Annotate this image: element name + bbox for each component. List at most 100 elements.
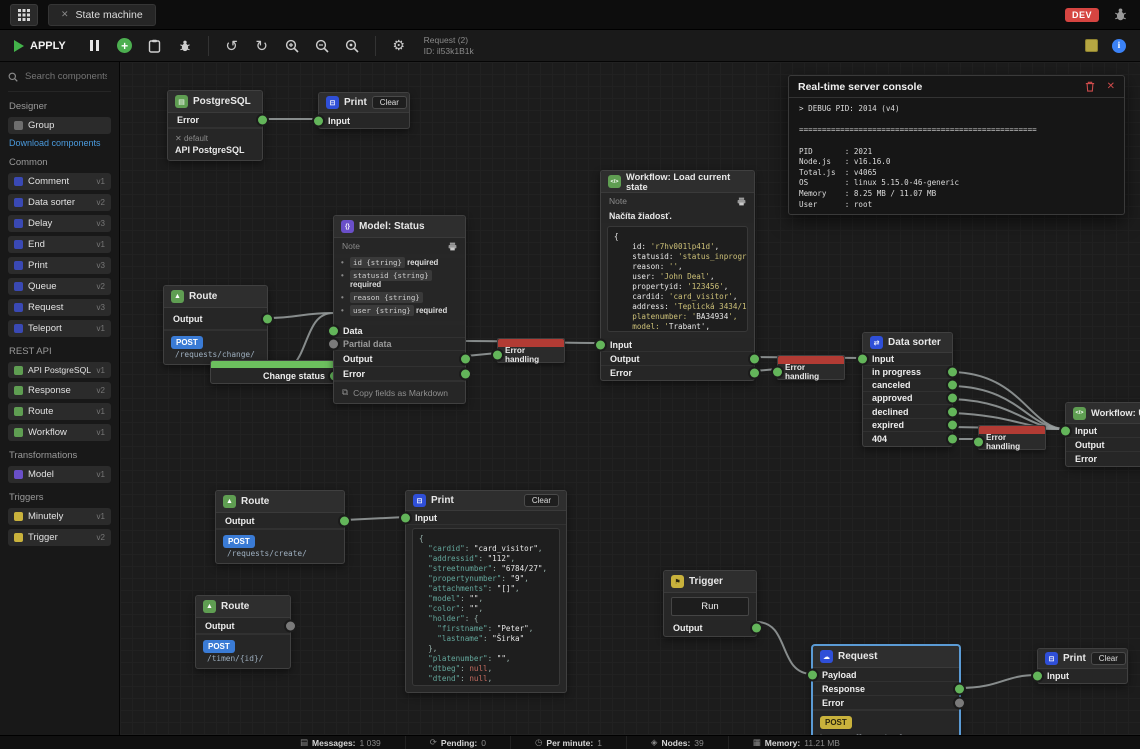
undo-icon: ↺: [225, 37, 238, 55]
add-component-button[interactable]: +: [114, 35, 136, 57]
apps-grid-button[interactable]: [10, 3, 38, 26]
output-port[interactable]: [948, 380, 957, 390]
node-workflow-update[interactable]: </>Workflow: Upda Input Output Error: [1061, 402, 1140, 467]
download-components-link[interactable]: Download components: [9, 138, 101, 148]
input-port[interactable]: [401, 513, 410, 522]
copy-fields-link[interactable]: ⧉Copy fields as Markdown: [334, 381, 465, 403]
output-port[interactable]: [750, 368, 759, 378]
input-port[interactable]: [858, 354, 867, 364]
node-error-handling[interactable]: Error handling: [773, 355, 845, 381]
pause-button[interactable]: [84, 35, 106, 57]
output-port[interactable]: [955, 698, 964, 707]
close-icon[interactable]: ✕: [175, 134, 182, 143]
input-port[interactable]: [596, 340, 605, 349]
printer-icon[interactable]: [448, 242, 457, 251]
input-port[interactable]: [329, 326, 338, 336]
output-port[interactable]: [948, 420, 957, 430]
search-input[interactable]: [23, 70, 109, 83]
node-error-handling[interactable]: Error handling: [974, 425, 1046, 451]
node-route-timen[interactable]: ▲Route Output POST/timen/{id}/: [195, 595, 295, 669]
input-port[interactable]: [773, 367, 782, 376]
output-port[interactable]: [263, 314, 272, 323]
trash-icon[interactable]: [1085, 81, 1095, 92]
zoom-in-button[interactable]: [281, 35, 303, 57]
output-port[interactable]: [948, 367, 957, 377]
stat-label: Messages:: [312, 737, 356, 748]
node-error-handling[interactable]: Error handling: [493, 338, 565, 364]
output-port[interactable]: [948, 407, 957, 416]
output-port[interactable]: [461, 354, 470, 363]
node-route-change[interactable]: ▲Route Output POST/requests/change/: [163, 285, 272, 365]
item-label: API PostgreSQL: [28, 365, 92, 375]
node-route-create[interactable]: ▲Route Output POST/requests/create/: [215, 490, 349, 564]
node-postgresql[interactable]: ▤PostgreSQL Error ✕ default API PostgreS…: [167, 90, 267, 161]
output-port[interactable]: [750, 354, 759, 363]
run-button[interactable]: Run: [671, 597, 749, 616]
flow-canvas[interactable]: ▤PostgreSQL Error ✕ default API PostgreS…: [120, 62, 1140, 735]
output-port[interactable]: [286, 621, 295, 630]
apply-button[interactable]: APPLY: [0, 39, 80, 52]
node-trigger[interactable]: ⚑Trigger Run Output: [663, 570, 761, 637]
input-port[interactable]: [314, 116, 323, 125]
output-port[interactable]: [752, 623, 761, 633]
tab-close-icon[interactable]: ✕: [61, 9, 69, 19]
input-port[interactable]: [974, 437, 983, 446]
input-port[interactable]: [1061, 426, 1070, 435]
sidebar-item-group[interactable]: Group: [8, 117, 111, 134]
zoom-reset-button[interactable]: [341, 35, 363, 57]
output-port[interactable]: [461, 369, 470, 378]
output-port[interactable]: [340, 516, 349, 525]
server-console-window[interactable]: Real-time server console ✕ > DEBUG PID: …: [788, 75, 1125, 215]
bug-icon[interactable]: [1113, 7, 1128, 22]
console-toggle-icon[interactable]: [1085, 39, 1098, 52]
settings-button[interactable]: ⚙: [388, 35, 410, 57]
node-data-sorter[interactable]: ⇄Data sorter Input in progress canceled …: [858, 332, 957, 447]
debug-button[interactable]: [174, 35, 196, 57]
input-port[interactable]: [493, 350, 502, 359]
output-port[interactable]: [258, 115, 267, 125]
node-request[interactable]: ☁Request Payload Response Error POST htt…: [808, 645, 964, 735]
clear-button[interactable]: Clear: [1090, 652, 1126, 665]
node-change-status[interactable]: Change status: [210, 360, 339, 384]
input-port[interactable]: [808, 670, 817, 679]
input-port[interactable]: [1033, 671, 1042, 681]
redo-button[interactable]: ↻: [251, 35, 273, 57]
node-workflow-load[interactable]: </>Workflow: Load current state Note Nač…: [596, 170, 759, 381]
printer-icon[interactable]: [737, 197, 746, 206]
close-icon[interactable]: ✕: [1106, 81, 1115, 92]
input-port[interactable]: [329, 339, 338, 349]
teleport-label: Change status: [262, 370, 325, 381]
port-label: in progress: [872, 367, 922, 377]
zoom-out-button[interactable]: [311, 35, 333, 57]
node-model-status[interactable]: {}Model: Status Note id {string} require…: [329, 215, 470, 404]
clear-button[interactable]: Clear: [523, 494, 559, 507]
clipboard-button[interactable]: [144, 35, 166, 57]
port-label: declined: [872, 406, 909, 417]
tab-state-machine[interactable]: ✕ State machine: [48, 3, 156, 26]
clear-button[interactable]: Clear: [371, 96, 407, 109]
undo-button[interactable]: ↺: [221, 35, 243, 57]
component-search[interactable]: [8, 68, 111, 92]
output-port[interactable]: [955, 684, 964, 693]
info-icon[interactable]: i: [1112, 38, 1126, 53]
output-port[interactable]: [948, 434, 957, 444]
output-port[interactable]: [948, 393, 957, 403]
